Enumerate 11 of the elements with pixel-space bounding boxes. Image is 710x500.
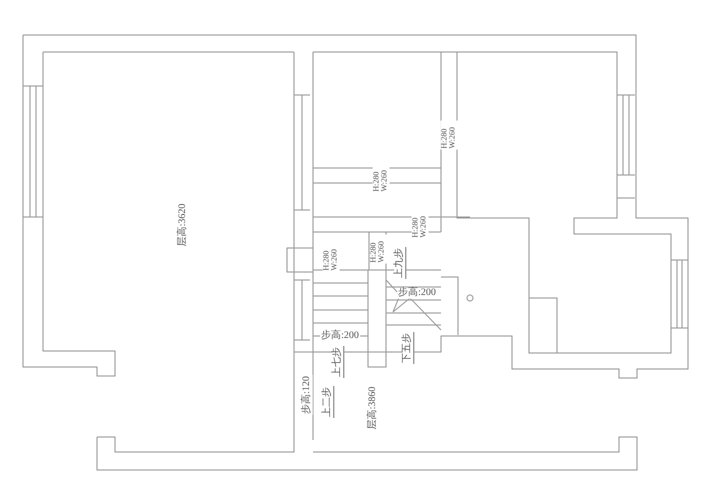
step-direction-label: 上七步 [332, 346, 344, 378]
step-height-label: 步高:200 [320, 330, 360, 342]
ceiling-height-label: 层高:3620 [178, 202, 188, 248]
tread-size-label: H:280 W:260 [370, 234, 386, 264]
step-height-label: 步高:120 [302, 375, 312, 415]
tread-size-label: H:280 W:260 [440, 120, 458, 150]
ceiling-height-label: 层高:3860 [368, 386, 378, 430]
step-direction-label: 上九步 [394, 247, 406, 279]
step-height-label: 步高:200 [397, 288, 437, 298]
step-direction-label: 上二步 [322, 386, 334, 418]
step-direction-label: 下五步 [402, 332, 414, 364]
